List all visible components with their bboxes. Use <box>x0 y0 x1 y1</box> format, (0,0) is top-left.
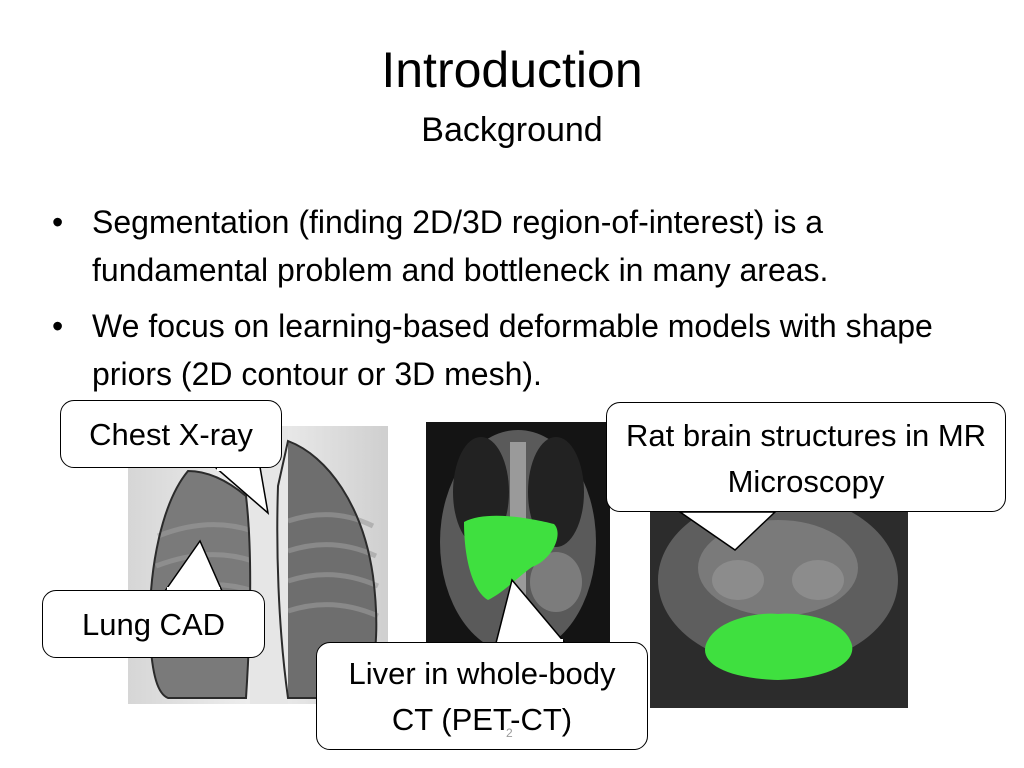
bullet-list: • Segmentation (finding 2D/3D region-of-… <box>52 198 982 406</box>
bullet-text: Segmentation (finding 2D/3D region-of-in… <box>92 204 829 288</box>
callout-liver: Liver in whole-body CT (PET-CT) <box>316 642 648 750</box>
callout-rat-brain: Rat brain structures in MR Microscopy <box>606 402 1006 512</box>
bullet-text: We focus on learning-based deformable mo… <box>92 308 933 392</box>
callout-lung-cad: Lung CAD <box>42 590 265 658</box>
bullet-item: • We focus on learning-based deformable … <box>52 302 982 398</box>
slide-title: Introduction <box>381 42 643 98</box>
page-number: 2 <box>506 726 513 740</box>
bullet-dot: • <box>52 308 64 344</box>
bullet-item: • Segmentation (finding 2D/3D region-of-… <box>52 198 982 294</box>
slide-subtitle: Background <box>421 111 603 149</box>
callout-chest-xray: Chest X-ray <box>60 400 282 468</box>
rat-brain-image <box>650 500 908 708</box>
bullet-dot: • <box>52 204 64 240</box>
ct-liver-image <box>426 422 610 646</box>
